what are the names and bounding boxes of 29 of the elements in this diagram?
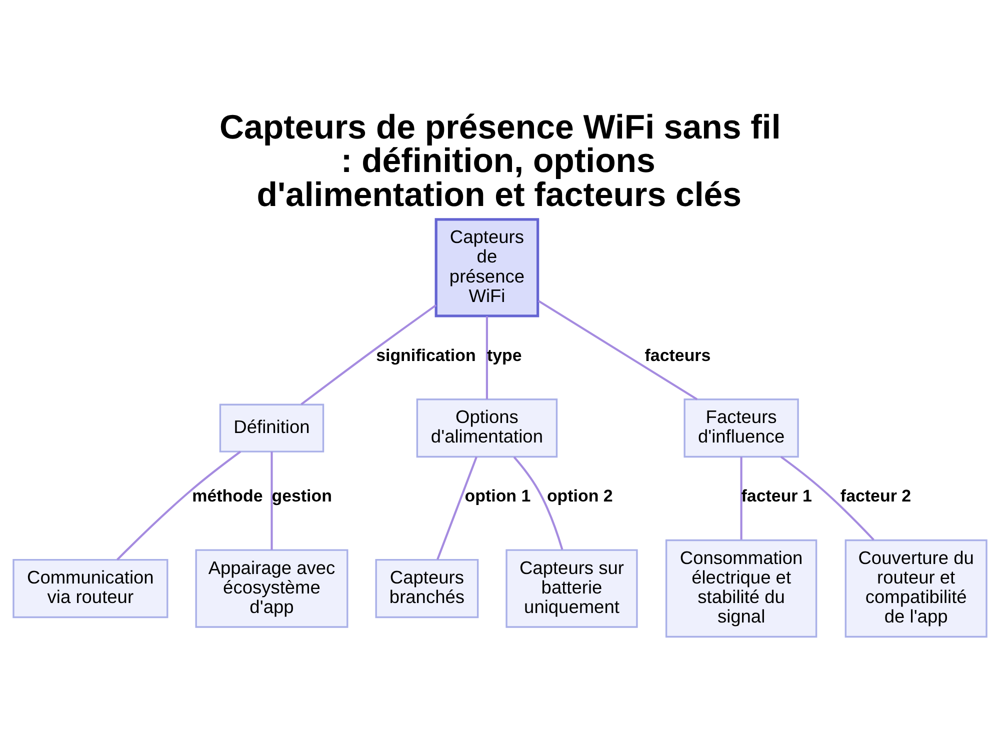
connector xyxy=(436,456,478,560)
node-box: Consommation électrique et stabilité du signal xyxy=(665,538,818,638)
node-box: Couverture du routeur et compatibilité de l'app xyxy=(844,538,988,638)
connector xyxy=(780,455,874,540)
node-box: Appairage avec écosystème d'app xyxy=(195,548,348,628)
edge-label: méthode xyxy=(192,486,263,506)
connector xyxy=(513,456,564,550)
edge-label: type xyxy=(486,345,522,364)
connector xyxy=(116,450,242,560)
edge-label: signification xyxy=(376,345,476,364)
edge-label: option 2 xyxy=(546,486,613,506)
connector xyxy=(300,304,437,405)
node-box: Capteurs de présence WiFi xyxy=(434,218,540,317)
edge-label: facteur 1 xyxy=(741,486,812,506)
connector xyxy=(740,456,742,540)
edge-label: facteurs xyxy=(644,345,711,364)
node-box: Définition xyxy=(219,403,324,452)
connector xyxy=(538,300,698,400)
node-box: Facteurs d'influence xyxy=(684,398,799,458)
node-box: Capteurs sur batterie uniquement xyxy=(506,548,638,628)
edge-label: option 1 xyxy=(464,486,531,506)
edge-label: gestion xyxy=(272,486,332,506)
connector xyxy=(270,451,273,550)
edge-label: facteur 2 xyxy=(840,486,912,506)
node-box: Options d'alimentation xyxy=(416,398,558,458)
node-box: Capteurs branchés xyxy=(375,558,479,618)
diagram-title: Capteurs de présence WiFi sans fil : définition, options d'alimentation et facteurs clés xyxy=(220,108,781,214)
node-box: Communication via routeur xyxy=(12,558,168,618)
connector xyxy=(486,316,488,399)
